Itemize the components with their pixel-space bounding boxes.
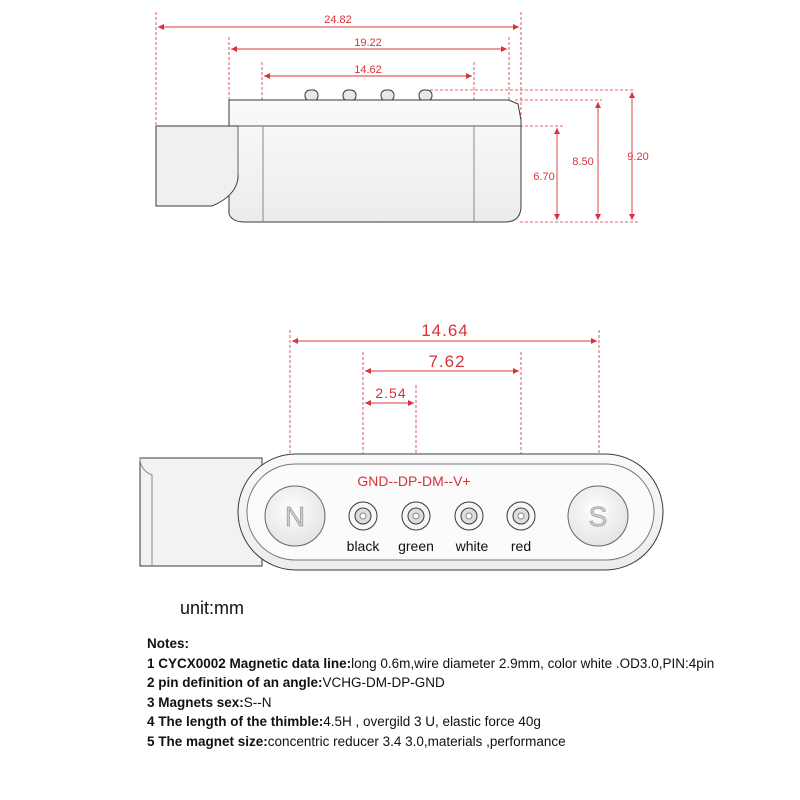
pin-label-white: white	[455, 538, 489, 554]
top-view: 24.82 19.22 14.62 6.70 8.50 9.20	[155, 12, 649, 223]
pin-order-label: GND--DP-DM--V+	[357, 473, 470, 489]
note-1-key: 1 CYCX0002 Magnetic data line:	[147, 655, 352, 671]
height-label-3: 9.20	[627, 151, 648, 163]
note-4: 4 The length of the thimble:4.5H , overg…	[147, 712, 714, 732]
note-5: 5 The magnet size:concentric reducer 3.4…	[147, 732, 714, 752]
note-3: 3 Magnets sex:S--N	[147, 693, 714, 713]
spacing-label-2: 7.62	[428, 352, 465, 371]
height-label-2: 8.50	[572, 156, 593, 168]
note-5-key: 5 The magnet size:	[147, 733, 268, 749]
cable-stub	[139, 457, 263, 567]
side-main-body	[228, 99, 522, 223]
magnet-s	[567, 485, 629, 547]
note-3-key: 3 Magnets sex:	[147, 694, 244, 710]
width-label-3: 14.62	[354, 64, 382, 76]
side-cable-relief	[155, 125, 239, 207]
connector-side-body	[155, 89, 522, 223]
width-label-2: 19.22	[354, 37, 382, 49]
pin-tip-2	[342, 89, 357, 102]
note-2-value: VCHG-DM-DP-GND	[322, 675, 445, 691]
note-3-value: S--N	[243, 694, 272, 710]
spacing-label-3: 2.54	[375, 385, 406, 401]
pin-label-black: black	[347, 538, 381, 554]
notes-heading: Notes:	[147, 636, 190, 651]
note-2-key: 2 pin definition of an angle:	[147, 675, 323, 691]
width-label-1: 24.82	[324, 14, 352, 26]
connector-face	[139, 453, 664, 571]
note-5-value: concentric reducer 3.4 3.0,materials ,pe…	[267, 733, 566, 749]
magnet-n-label: N	[285, 501, 305, 532]
front-view: 14.64 7.62 2.54 N S GND--DP-DM--V+ black…	[139, 321, 664, 571]
note-1: 1 CYCX0002 Magnetic data line:long 0.6m,…	[147, 654, 714, 674]
unit-label: unit:mm	[180, 598, 245, 618]
pin-green	[401, 501, 431, 531]
pin-tip-1	[304, 89, 319, 102]
spacing-label-1: 14.64	[421, 321, 469, 340]
notes-block: Notes: 1 CYCX0002 Magnetic data line:lon…	[147, 634, 714, 752]
note-1-value: long 0.6m,wire diameter 2.9mm, color whi…	[351, 655, 715, 671]
connector-drawing: 24.82 19.22 14.62 6.70 8.50 9.20	[139, 12, 664, 571]
pin-white	[454, 501, 484, 531]
pin-red	[506, 501, 536, 531]
height-label-1: 6.70	[533, 171, 554, 183]
note-4-key: 4 The length of the thimble:	[147, 714, 324, 730]
magnet-n	[264, 485, 326, 547]
pin-black	[348, 501, 378, 531]
pin-tip-3	[380, 89, 395, 102]
pin-label-red: red	[511, 538, 531, 554]
note-2: 2 pin definition of an angle:VCHG-DM-DP-…	[147, 673, 714, 693]
pin-label-green: green	[398, 538, 434, 554]
connector-face-inner	[246, 463, 655, 561]
extension-lines	[155, 12, 640, 223]
note-4-value: 4.5H , overgild 3 U, elastic force 40g	[323, 714, 541, 730]
pin-tip-4	[418, 89, 433, 102]
magnet-s-label: S	[589, 501, 608, 532]
